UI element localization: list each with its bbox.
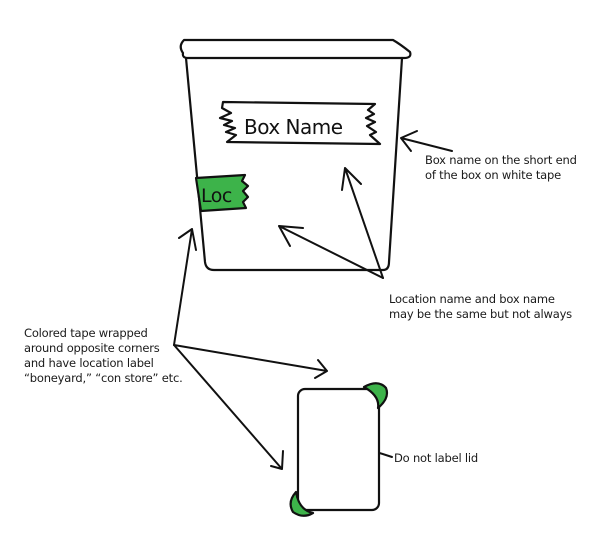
arrow-location-center (278, 225, 384, 279)
arrow-tape-up (173, 228, 197, 346)
note-line: Do not label lid (394, 451, 478, 465)
note-line: around opposite corners (24, 341, 160, 355)
note-line: and have location label (24, 356, 154, 370)
bin-body (184, 56, 404, 272)
note-line: of the box on white tape (425, 168, 561, 182)
loc-tape (194, 173, 250, 213)
note-line: Colored tape wrapped (24, 326, 148, 340)
box-name-label: Box Name (244, 115, 343, 139)
lid-tape-top-right (362, 382, 389, 410)
note-line: Box name on the short end (425, 153, 577, 167)
box-name-note: Box name on the short end of the box on … (425, 153, 577, 183)
lid-note: Do not label lid (394, 451, 478, 466)
arrow-box-name (400, 130, 453, 152)
location-tag-label: Loc (201, 185, 232, 207)
note-line: “boneyard,” “con store” etc. (24, 371, 183, 385)
note-line: Location name and box name (389, 292, 555, 306)
lid (296, 387, 381, 512)
colored-tape-note: Colored tape wrapped around opposite cor… (24, 326, 183, 386)
bin-rim (179, 38, 412, 60)
location-same-note: Location name and box name may be the sa… (389, 292, 572, 322)
box-name-tape (218, 100, 382, 146)
arrow-tape-right (173, 344, 328, 379)
arrow-tape-down (173, 344, 284, 470)
lid-tape-bottom-left (289, 490, 315, 517)
note-line: may be the same but not always (389, 307, 572, 321)
arrow-location-right (341, 167, 384, 279)
